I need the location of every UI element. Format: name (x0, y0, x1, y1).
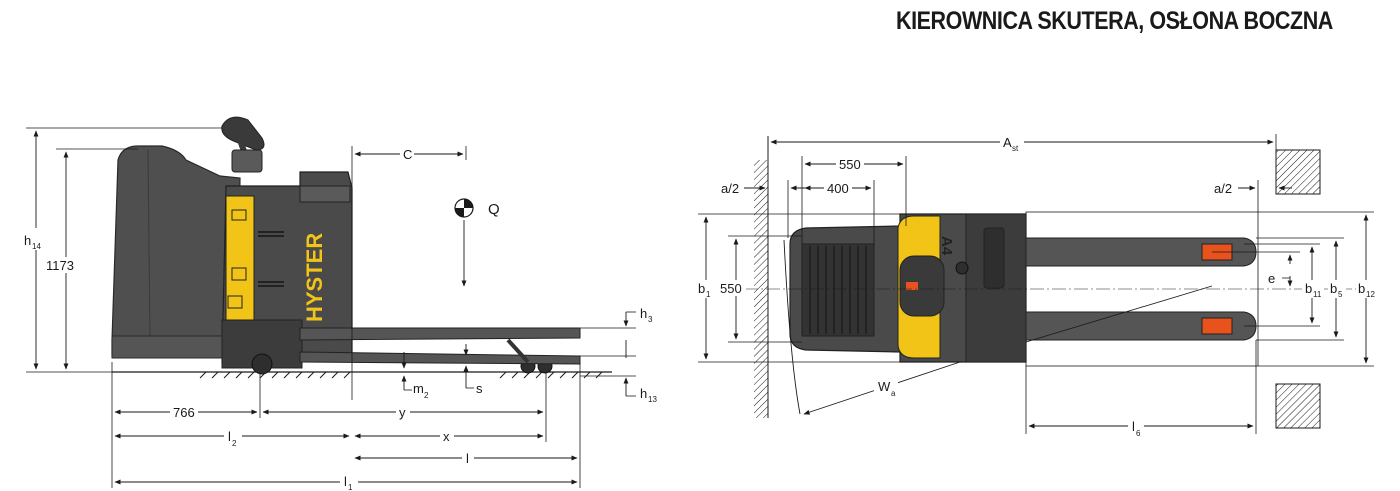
label-C: C (403, 147, 412, 162)
turning-radius-arc (783, 239, 801, 415)
label-Ast: A (1003, 135, 1012, 150)
drive-wheel (251, 353, 273, 375)
label-l: l (466, 451, 469, 466)
yellow-panel (225, 195, 255, 327)
tiller-top (899, 255, 945, 317)
label-m2: m (413, 381, 424, 396)
label-h14-sub: 14 (32, 242, 41, 251)
label-Wa-sub: a (891, 389, 896, 398)
label-h3-sub: 3 (648, 315, 653, 324)
fork-upper (299, 327, 581, 341)
pallet-block-bottom (1275, 383, 1321, 429)
label-h13: h (640, 386, 647, 401)
tiller-head (231, 149, 263, 173)
label-766: 766 (173, 405, 195, 420)
backrest (111, 145, 241, 357)
page-title: KIEROWNICA SKUTERA, OSŁONA BOCZNA (896, 7, 1333, 35)
label-h14: h (24, 233, 31, 248)
fork-lower (299, 351, 581, 365)
fork-roller-right (1201, 317, 1233, 335)
platform-base (111, 335, 241, 359)
model-badge: A4 (938, 236, 955, 256)
load-center-symbol (454, 198, 474, 218)
label-550-top: 550 (839, 157, 861, 172)
battery-grille (801, 243, 875, 337)
label-l2-sub: 2 (232, 439, 237, 448)
label-Q: Q (488, 201, 500, 218)
label-a2-right: a/2 (1214, 181, 1232, 196)
label-b11: b (1305, 281, 1312, 296)
brand-logo: HYSTER (302, 233, 327, 322)
label-h13-sub: 13 (648, 395, 657, 404)
label-b1-sub: 1 (706, 290, 711, 299)
label-550-left: 550 (720, 281, 742, 296)
label-y: y (399, 405, 406, 420)
label-b5: b (1330, 281, 1337, 296)
label-Wa: W (878, 379, 891, 394)
vent-slots (258, 231, 284, 287)
label-l6-sub: 6 (1136, 429, 1141, 438)
label-b12: b (1358, 281, 1365, 296)
ground-hatch (199, 371, 603, 379)
label-m2-sub: 2 (424, 391, 429, 400)
tiller-handle (221, 116, 265, 151)
label-l2: l (228, 429, 231, 444)
label-x: x (443, 429, 450, 444)
label-b5-sub: 5 (1338, 290, 1343, 299)
label-400: 400 (827, 181, 849, 196)
label-s: s (476, 381, 483, 396)
label-l1-sub: 1 (348, 483, 353, 491)
label-l6: l (1132, 419, 1135, 434)
label-b1: b (698, 281, 705, 296)
label-b11-sub: 11 (1313, 290, 1322, 299)
top-view: A4 A st 550 400 a/2 (696, 132, 1382, 438)
label-b12-sub: 12 (1366, 290, 1375, 299)
label-1173: 1173 (46, 258, 74, 273)
label-e: e (1268, 271, 1275, 286)
label-Ast-sub: st (1012, 144, 1019, 153)
label-h3: h (640, 306, 647, 321)
label-a2-left: a/2 (721, 181, 739, 196)
side-view: HYSTER h 14 1173 C Q (20, 116, 657, 491)
label-l1: l (344, 474, 347, 489)
pallet-block-top (1275, 149, 1321, 195)
